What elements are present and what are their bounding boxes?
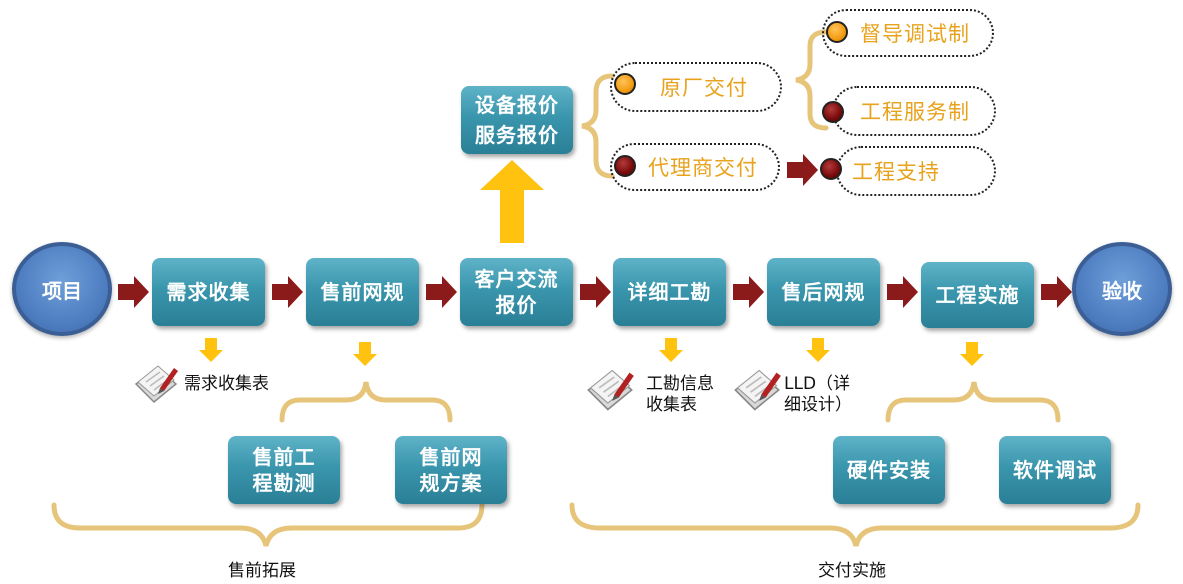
document-pen-icon: [587, 369, 634, 411]
brace-delivery: [581, 73, 615, 179]
quote-service: 服务报价: [475, 123, 559, 147]
step-aftersale-plan: 售后网规: [767, 258, 880, 326]
step-engineering: 工程实施: [921, 262, 1034, 328]
pill-service-label: 工程服务制: [860, 100, 970, 124]
arrow-down-icon: [199, 338, 223, 362]
pill-supervise-label: 督导调试制: [860, 22, 970, 46]
substep-hardware: 硬件安装: [833, 436, 945, 504]
pill-engineering-support-label: 工程支持: [852, 160, 940, 184]
agent-delivery-dot: [614, 155, 636, 177]
arrow-down-icon: [659, 338, 683, 362]
pill-service: 工程服务制: [832, 86, 996, 136]
pill-engineering-support: 工程支持: [836, 146, 996, 196]
main-flow-arrows: [118, 154, 1072, 308]
phase-delivery: 交付实施: [818, 561, 886, 581]
substep-software: 软件调试: [999, 436, 1111, 504]
arrow-right-icon: [580, 276, 611, 308]
pill-agent-delivery: 代理商交付: [610, 143, 780, 191]
substep-presale-survey: 售前工程勘测: [228, 436, 340, 504]
output-lld: LLD（详 细设计）: [784, 374, 852, 416]
output-survey-form-line1: 工勘信息: [646, 374, 714, 394]
brace-delivery-sub: [885, 381, 1061, 423]
pill-supervise: 督导调试制: [822, 9, 994, 57]
service-dot: [822, 101, 844, 123]
braces: [51, 29, 1141, 547]
output-survey-form: 工勘信息 收集表: [646, 374, 714, 416]
arrow-right-icon: [426, 276, 457, 308]
arrow-right-icon: [787, 154, 818, 186]
output-lld-line1: LLD（详: [784, 374, 851, 394]
step-requirement: 需求收集: [152, 258, 265, 326]
supervise-dot: [826, 21, 848, 43]
step-customer-quote: 客户交流报价: [460, 258, 573, 326]
quote-equipment: 设备报价: [475, 93, 559, 117]
step-detailed-survey: 详细工勘: [613, 258, 726, 326]
brace-presale-phase: [51, 502, 485, 547]
brace-oem-modes: [795, 29, 829, 131]
output-arrows: [199, 338, 984, 366]
arrow-right-icon: [1041, 276, 1072, 308]
arrow-right-icon: [118, 276, 149, 308]
brace-presale-sub: [279, 381, 453, 423]
output-requirement-form: 需求收集表: [184, 374, 269, 394]
arrow-down-icon: [806, 338, 830, 362]
arrow-right-icon: [272, 276, 303, 308]
arrow-right-icon: [733, 276, 764, 308]
step-presale-plan: 售前网规: [306, 258, 419, 326]
document-pen-icon: [734, 369, 781, 411]
pill-agent-delivery-label: 代理商交付: [648, 156, 758, 180]
engineering-support-dot: [820, 158, 842, 180]
brace-delivery-phase: [569, 502, 1141, 547]
substep-presale-plan: 售前网规方案: [395, 436, 507, 504]
output-lld-line2: 细设计）: [784, 395, 852, 415]
arrow-right-icon: [887, 276, 918, 308]
arrow-down-icon: [353, 342, 377, 366]
pill-oem-delivery-label: 原厂交付: [660, 76, 748, 100]
phase-presale: 售前拓展: [228, 561, 296, 581]
arrow-down-icon: [960, 342, 984, 366]
quote-box: 设备报价 服务报价: [461, 86, 573, 154]
pill-oem-delivery: 原厂交付: [610, 62, 782, 112]
oem-delivery-dot: [614, 73, 636, 95]
document-pen-icon: [134, 365, 178, 404]
start-node: 项目: [12, 242, 112, 336]
arrow-up-icon: [480, 160, 544, 243]
output-survey-form-line2: 收集表: [646, 395, 697, 415]
end-node: 验收: [1072, 242, 1172, 336]
